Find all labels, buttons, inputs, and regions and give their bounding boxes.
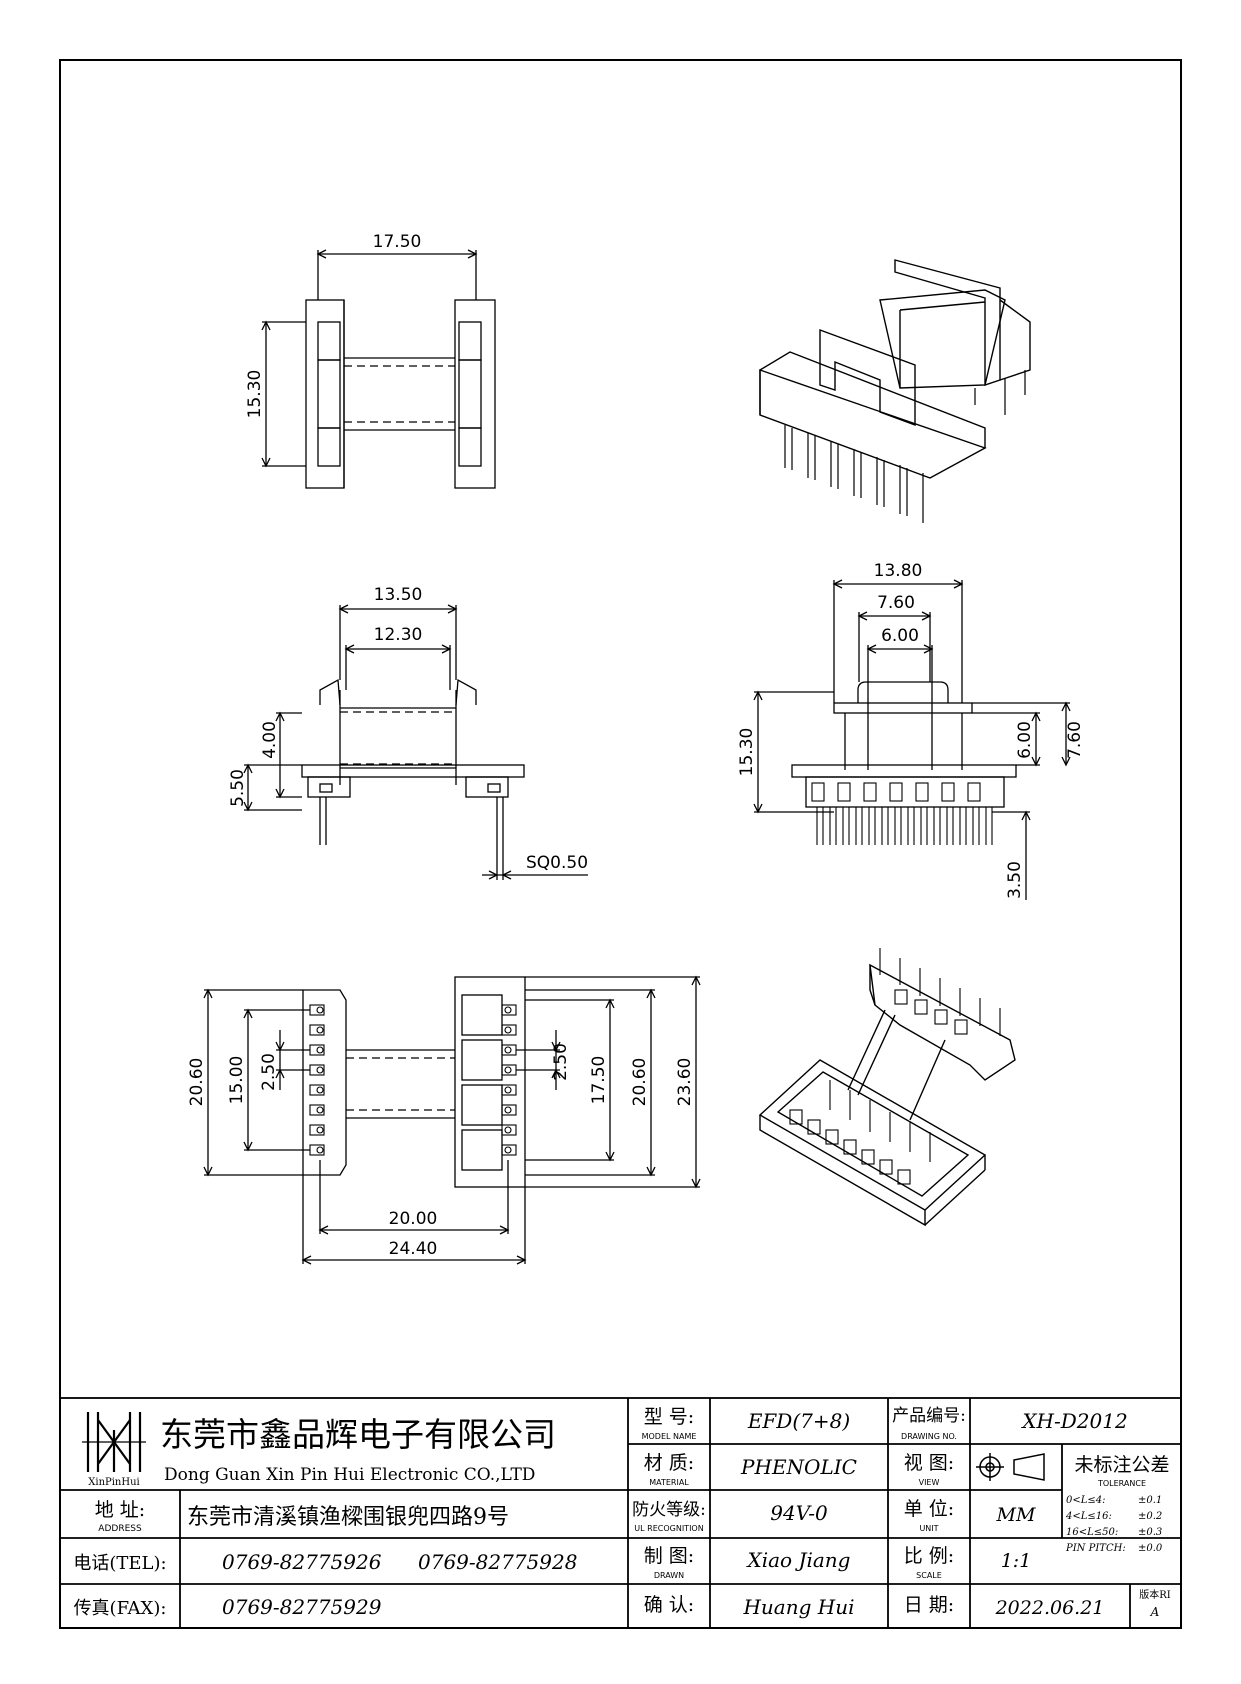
ul-label-en: UL RECOGNITION xyxy=(634,1524,703,1533)
scale: 1:1 xyxy=(1001,1550,1032,1572)
material: PHENOLIC xyxy=(740,1455,857,1479)
model-label-en: MODEL NAME xyxy=(642,1432,697,1441)
dim-bottom-right-mid: 20.60 xyxy=(630,1058,650,1107)
drawn-label-en: DRAWN xyxy=(654,1571,684,1580)
dim-side-flange: 4.00 xyxy=(260,721,280,759)
tol-4-range: PIN PITCH: xyxy=(1065,1543,1126,1554)
drawn-label: 制 图: xyxy=(644,1545,694,1567)
dim-front-core-h: 6.00 xyxy=(1015,721,1035,759)
dim-bottom-total: 24.40 xyxy=(389,1239,438,1259)
dim-bottom-left-overall: 20.60 xyxy=(187,1058,207,1107)
dim-front-overall: 13.80 xyxy=(874,561,923,581)
drawing-no-label: 产品编号: xyxy=(892,1406,966,1426)
dim-top-height: 15.30 xyxy=(245,370,265,419)
company-name-en: Dong Guan Xin Pin Hui Electronic CO.,LTD xyxy=(164,1465,535,1485)
dim-bottom-left-span: 15.00 xyxy=(227,1056,247,1105)
tol-2: ±0.2 xyxy=(1138,1511,1162,1522)
drawn-by: Xiao Jiang xyxy=(746,1548,851,1572)
tel-1: 0769-82775926 xyxy=(222,1550,382,1574)
side-view xyxy=(243,604,588,880)
dim-bottom-pin-row: 20.00 xyxy=(389,1209,438,1229)
dim-top-width: 17.50 xyxy=(373,232,422,252)
date: 2022.06.21 xyxy=(995,1597,1105,1619)
ul-rating: 94V-0 xyxy=(770,1501,828,1525)
tol-2-range: 4<L≤16: xyxy=(1065,1511,1112,1522)
model: EFD(7+8) xyxy=(747,1409,850,1433)
drawing-no: XH-D2012 xyxy=(1020,1409,1127,1433)
iso-view-bottom xyxy=(758,948,1016,1227)
scale-label-en: SCALE xyxy=(916,1571,942,1580)
dim-front-core: 6.00 xyxy=(881,626,919,646)
material-label-en: MATERIAL xyxy=(649,1478,689,1487)
address-label-en: ADDRESS xyxy=(98,1524,142,1534)
tel-2: 0769-82775928 xyxy=(418,1550,577,1574)
logo-text: XinPinHui xyxy=(88,1477,139,1488)
tolerance-label: 未标注公差 xyxy=(1074,1454,1169,1476)
dim-front-flange-h: 7.60 xyxy=(1065,721,1085,759)
company-name-cn: 东莞市鑫品辉电子有限公司 xyxy=(160,1415,556,1454)
dim-side-base: 5.50 xyxy=(228,769,248,807)
dim-front-pin-len: 3.50 xyxy=(1005,861,1025,899)
tol-3: ±0.3 xyxy=(1138,1527,1162,1538)
top-view xyxy=(261,249,496,489)
confirmed-by: Huang Hui xyxy=(742,1595,854,1619)
model-label: 型 号: xyxy=(644,1406,694,1428)
dim-front-flange: 7.60 xyxy=(877,593,915,613)
dim-bottom-right-overall: 23.60 xyxy=(675,1058,695,1107)
tolerance-label-en: TOLERANCE xyxy=(1097,1479,1146,1488)
version: A xyxy=(1150,1605,1160,1619)
title-block xyxy=(59,1397,1182,1629)
version-label: 版本RI xyxy=(1139,1588,1171,1601)
material-label: 材 质: xyxy=(644,1452,694,1474)
dim-side-pin: SQ0.50 xyxy=(526,853,588,873)
dim-bottom-left-pitch: 2.50 xyxy=(259,1053,279,1091)
company-logo xyxy=(82,1412,146,1472)
view-label-en: VIEW xyxy=(919,1478,940,1487)
date-label: 日 期: xyxy=(904,1594,954,1616)
address-label: 地 址: xyxy=(95,1499,145,1521)
tol-1-range: 0<L≤4: xyxy=(1066,1495,1106,1506)
fax: 0769-82775929 xyxy=(222,1595,382,1619)
tol-4: ±0.0 xyxy=(1138,1543,1163,1554)
front-view xyxy=(753,579,1071,900)
unit-label-en: UNIT xyxy=(919,1524,938,1533)
scale-label: 比 例: xyxy=(904,1545,954,1567)
ul-label: 防火等级: xyxy=(632,1500,706,1520)
tel-label: 电话(TEL): xyxy=(73,1553,166,1574)
unit-label: 单 位: xyxy=(904,1498,954,1520)
view-label: 视 图: xyxy=(904,1452,954,1474)
tol-3-range: 16<L≤50: xyxy=(1066,1527,1118,1538)
dim-bottom-right-span: 17.50 xyxy=(589,1056,609,1105)
dim-bottom-right-pitch: 2.50 xyxy=(551,1043,571,1081)
address: 东莞市清溪镇渔樑围银兜四路9号 xyxy=(187,1505,509,1530)
bottom-view xyxy=(203,975,701,1265)
dim-front-height: 15.30 xyxy=(737,728,757,777)
unit: MM xyxy=(996,1504,1036,1526)
drawing-no-label-en: DRAWING NO. xyxy=(901,1432,957,1441)
dim-side-outer: 13.50 xyxy=(374,585,423,605)
tol-1: ±0.1 xyxy=(1138,1495,1162,1506)
iso-view-top xyxy=(759,259,1031,523)
projection-symbol-icon xyxy=(976,1453,1045,1481)
confirm-label: 确 认: xyxy=(644,1594,694,1616)
fax-label: 传真(FAX): xyxy=(74,1598,167,1619)
dim-side-inner: 12.30 xyxy=(374,625,423,645)
